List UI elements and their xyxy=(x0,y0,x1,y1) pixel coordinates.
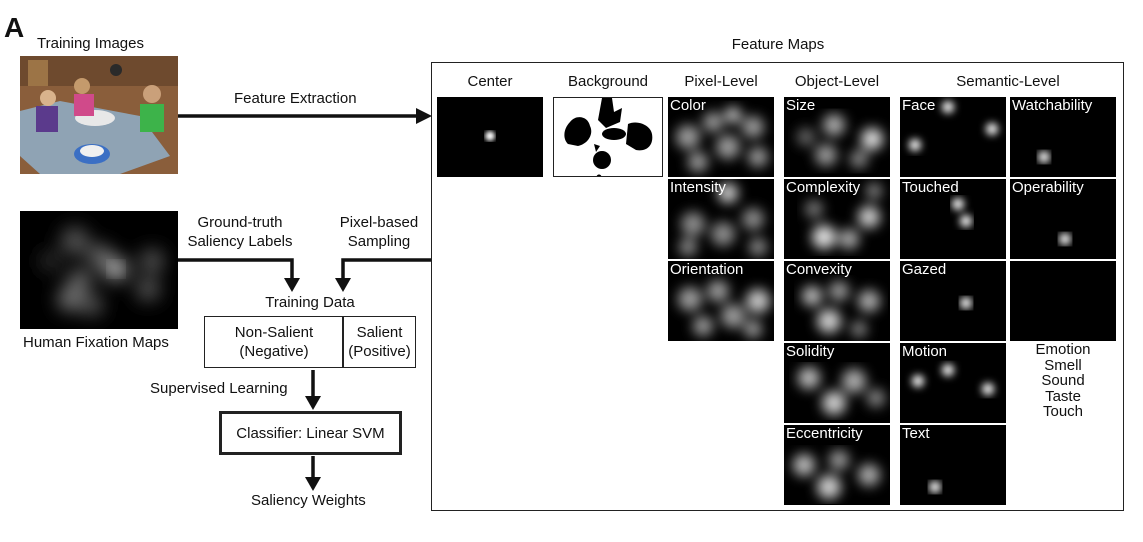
orientation-map: Orientation xyxy=(668,261,774,341)
ground-truth-line-2: Saliency Labels xyxy=(187,233,293,250)
non-salient-line-1: Non-Salient xyxy=(234,324,314,341)
text-map: Text xyxy=(900,425,1006,505)
salient-line-2: (Positive) xyxy=(348,343,411,360)
intensity-map-label: Intensity xyxy=(670,179,726,196)
non-salient-line-2: (Negative) xyxy=(239,343,309,360)
training-image-photo xyxy=(20,56,178,174)
header-center: Center xyxy=(467,73,513,90)
training-data-box: Non-Salient (Negative) Salient (Positive… xyxy=(204,316,416,368)
solidity-map-label: Solidity xyxy=(786,343,835,360)
ground-truth-line-1: Ground-truth xyxy=(197,214,283,231)
eccentricity-map-label: Eccentricity xyxy=(786,425,863,442)
human-fixation-label: Human Fixation Maps xyxy=(23,334,169,351)
complexity-map: Complexity xyxy=(784,179,890,259)
weights-arrow xyxy=(305,456,321,491)
color-map: Color xyxy=(668,97,774,177)
salient-line-1: Salient xyxy=(356,324,403,341)
feature-maps-panel xyxy=(431,62,1124,511)
operability-map: Operability xyxy=(1010,179,1116,259)
watchability-map-label: Watchability xyxy=(1012,97,1093,114)
eccentricity-map: Eccentricity xyxy=(784,425,890,505)
text-map-label: Text xyxy=(902,425,930,442)
sense-smell: Smell xyxy=(1044,356,1082,374)
blank-semantic-map xyxy=(1010,261,1116,341)
touched-map-label: Touched xyxy=(902,179,959,196)
saliency-weights-label: Saliency Weights xyxy=(251,492,366,509)
convexity-map: Convexity xyxy=(784,261,890,341)
non-salient-cell: Non-Salient (Negative) xyxy=(205,323,343,361)
supervised-arrow xyxy=(305,370,321,410)
classifier-label: Classifier: Linear SVM xyxy=(236,425,385,442)
header-background: Background xyxy=(567,73,649,90)
header-semantic-level: Semantic-Level xyxy=(956,73,1060,90)
face-map-label: Face xyxy=(902,97,936,114)
sense-sound: Sound xyxy=(1041,372,1085,389)
header-object-level: Object-Level xyxy=(794,73,880,90)
convexity-map-label: Convexity xyxy=(786,261,852,278)
pixel-sampling-line-2: Sampling xyxy=(347,233,411,250)
gazed-map: Gazed xyxy=(900,261,1006,341)
ground-truth-label: Ground-truth Saliency Labels xyxy=(180,213,300,251)
training-arrows xyxy=(178,258,432,292)
complexity-map-label: Complexity xyxy=(786,179,861,196)
color-map-label: Color xyxy=(670,97,706,114)
gazed-map-label: Gazed xyxy=(902,261,947,278)
header-pixel-level: Pixel-Level xyxy=(684,73,758,90)
feature-maps-title: Feature Maps xyxy=(731,36,825,53)
face-map: Face xyxy=(900,97,1006,177)
feature-extraction-label: Feature Extraction xyxy=(234,90,357,107)
salient-cell: Salient (Positive) xyxy=(344,323,415,361)
operability-map-label: Operability xyxy=(1012,179,1084,196)
human-fixation-map xyxy=(20,211,178,329)
sense-taste: Taste xyxy=(1045,387,1081,405)
intensity-map: Intensity xyxy=(668,179,774,259)
classifier-box: Classifier: Linear SVM xyxy=(219,411,402,455)
pixel-sampling-line-1: Pixel-based xyxy=(339,214,419,231)
motion-map: Motion xyxy=(900,343,1006,423)
feature-extraction-arrow xyxy=(178,108,432,124)
sense-touch: Touch xyxy=(1042,403,1084,420)
other-senses-list: Emotion Smell Sound Taste Touch xyxy=(1010,342,1116,420)
touched-map: Touched xyxy=(900,179,1006,259)
training-data-divider xyxy=(342,317,344,367)
size-map-label: Size xyxy=(786,97,816,114)
motion-map-label: Motion xyxy=(902,343,948,360)
center-map xyxy=(437,97,543,177)
panel-letter: A xyxy=(4,12,25,43)
background-map xyxy=(553,97,663,177)
sense-emotion: Emotion xyxy=(1035,341,1091,358)
training-data-label: Training Data xyxy=(265,294,355,311)
watchability-map: Watchability xyxy=(1010,97,1116,177)
size-map: Size xyxy=(784,97,890,177)
supervised-learning-label: Supervised Learning xyxy=(150,380,288,397)
solidity-map: Solidity xyxy=(784,343,890,423)
training-images-label: Training Images xyxy=(37,35,144,52)
pixel-sampling-label: Pixel-based Sampling xyxy=(326,213,432,251)
orientation-map-label: Orientation xyxy=(670,261,744,278)
